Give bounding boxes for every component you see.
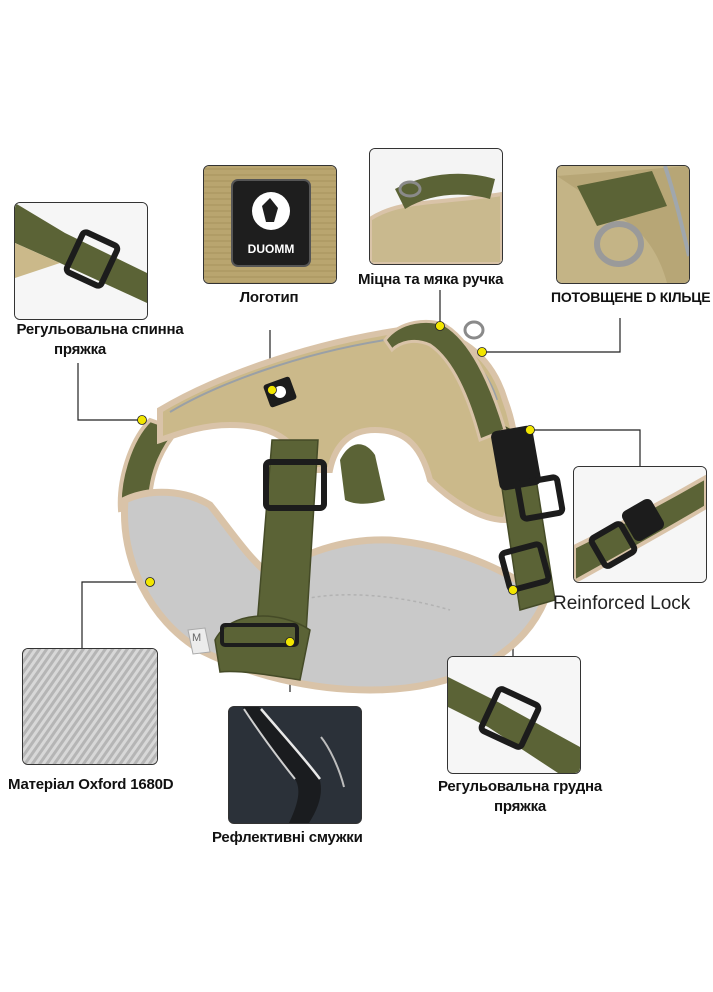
label-back-buckle-2: пряжка bbox=[53, 341, 107, 358]
label-back-buckle-1: Регульовальна спинна bbox=[16, 321, 184, 338]
label-lock: Reinforced Lock bbox=[553, 593, 691, 614]
loop-buckle-icon bbox=[220, 623, 299, 647]
thumb-logo: DUOMM bbox=[203, 165, 337, 284]
label-chest-buckle-2: пряжка bbox=[493, 798, 547, 815]
label-chest-buckle-1: Регульовальна грудна bbox=[437, 778, 603, 795]
thumb-back-buckle bbox=[14, 202, 148, 320]
label-material: Матеріал Oxford 1680D bbox=[8, 776, 174, 793]
label-handle: Міцна та мяка ручка bbox=[358, 271, 504, 288]
thumb-material bbox=[22, 648, 158, 765]
thumb-reflective bbox=[228, 706, 362, 824]
label-reflective: Рефлективні смужки bbox=[212, 829, 363, 846]
chest-loop bbox=[214, 615, 311, 681]
back-buckle-icon bbox=[263, 459, 327, 511]
dog-head-logo-icon bbox=[262, 198, 278, 222]
thumb-handle bbox=[369, 148, 503, 265]
thumb-chest-buckle bbox=[447, 656, 581, 774]
thumb-d-ring bbox=[556, 165, 690, 284]
thumb-lock bbox=[573, 466, 707, 583]
chest-buckle-icon bbox=[498, 541, 552, 593]
connector-material bbox=[81, 581, 150, 648]
label-d-ring: ПОТОВЩЕНЕ D КІЛЬЦЕ bbox=[551, 289, 711, 305]
buckle-icon bbox=[63, 229, 121, 289]
side-release-lock-icon bbox=[491, 425, 541, 491]
size-tag: M bbox=[192, 632, 202, 644]
connector-d-ring bbox=[482, 318, 621, 353]
mesh-stitch bbox=[299, 594, 451, 611]
size-tag-bg bbox=[187, 627, 211, 655]
side-strap-inner bbox=[340, 444, 385, 504]
connector-lock bbox=[530, 429, 641, 466]
label-logo: Логотип bbox=[239, 289, 299, 306]
connector-back-buckle bbox=[77, 363, 142, 421]
d-ring-icon bbox=[463, 320, 485, 340]
patch-brand-text: DUOMM bbox=[247, 242, 295, 256]
callout-dots bbox=[137, 321, 535, 647]
